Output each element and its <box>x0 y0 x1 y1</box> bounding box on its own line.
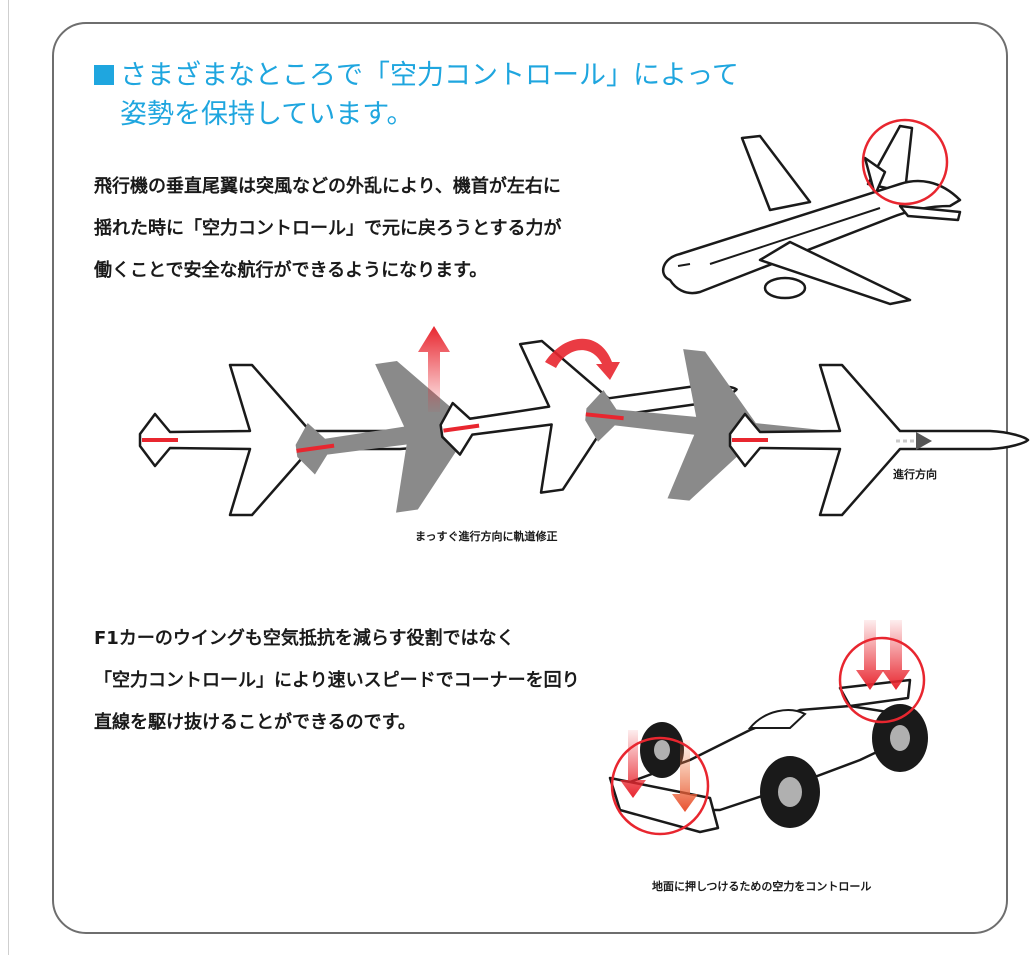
direction-caption: 進行方向 <box>893 468 937 481</box>
f1-car-illustration <box>608 620 928 836</box>
f1-caption: 地面に押しつけるための空力をコントロール <box>652 880 872 893</box>
airplane-straight-1 <box>138 363 440 517</box>
airplane-shadow-2 <box>577 339 891 521</box>
arrow-up-icon <box>418 326 450 412</box>
f1-description: F1カーのウイングも空気抵抗を減らす役割ではなく 「空力コントロール」により速い… <box>94 618 580 744</box>
airliner-tailplane <box>898 204 962 222</box>
airplane-text-line-2: 揺れた時に「空力コントロール」で元に戻ろうとする力が <box>94 218 562 239</box>
front-wing-highlight-circle <box>610 736 710 836</box>
heading-line-1: さまざまなところで「空力コントロール」によって <box>120 60 739 91</box>
f1-rear-wing <box>838 678 912 708</box>
page-edge-rule <box>8 0 9 955</box>
f1-cockpit <box>747 709 807 729</box>
airliner-engine <box>763 276 807 300</box>
rear-wing-highlight-circle <box>838 636 926 724</box>
airliner-illustration <box>661 118 962 306</box>
correction-caption: まっすぐ進行方向に軌道修正 <box>415 530 558 543</box>
f1-text-line-3: 直線を駆け抜けることができるのです。 <box>94 712 416 733</box>
arrow-down-icon <box>620 620 910 812</box>
airliner-stabilizer <box>863 156 887 197</box>
tail-highlight-circle <box>861 118 949 206</box>
airplane-straight-2 <box>728 363 1030 517</box>
square-bullet-icon <box>94 65 114 85</box>
f1-text-line-1: F1カーのウイングも空気抵抗を減らす役割ではなく <box>94 628 515 649</box>
airplane-shadow-1 <box>286 335 602 526</box>
airliner-far-wing <box>740 134 812 212</box>
arrow-right-icon <box>896 432 932 450</box>
section-heading: さまざまなところで「空力コントロール」によって 姿勢を保持しています。 <box>94 56 739 134</box>
f1-text-line-2: 「空力コントロール」により速いスピードでコーナーを回り <box>94 670 580 691</box>
airplane-text-line-1: 飛行機の垂直尾翼は突風などの外乱により、機首が左右に <box>94 176 561 197</box>
airplane-text-line-3: 働くことで安全な航行ができるようになります。 <box>94 260 488 281</box>
airliner-fuselage <box>661 179 962 295</box>
heading-line-2: 姿勢を保持しています。 <box>120 99 414 130</box>
curved-arrow-icon <box>545 338 620 380</box>
airplane-description: 飛行機の垂直尾翼は突風などの外乱により、機首が左右に 揺れた時に「空力コントロー… <box>94 166 561 292</box>
airliner-near-wing <box>758 240 912 306</box>
airplane-tilted <box>429 313 749 507</box>
